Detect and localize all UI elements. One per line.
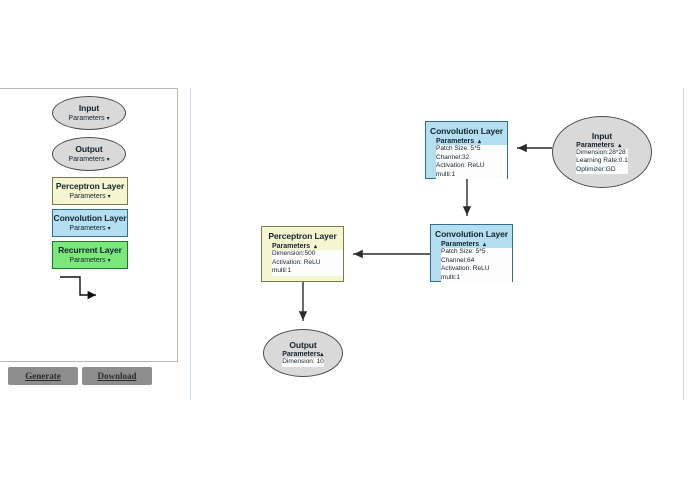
palette-item-title: Output [75,143,103,154]
chevron-down-icon: ▾ [106,115,110,122]
node-title: Convolution Layer [435,229,508,239]
palette-parameters-toggle[interactable]: Parameters ▾ [69,224,110,234]
node-title: Input [591,130,613,141]
parameter-list: Dimension:500 Activation: ReLU multi:1 [272,250,343,276]
node-parameters: Parameters ▴ Dimension:28*28 Learning Ra… [576,142,628,175]
node-convolution-layer-1[interactable]: Convolution Layer Parameters ▴ Patch Siz… [425,121,508,179]
palette-parameters-label: Parameters [69,256,106,264]
node-parameters: Parameters ▴ Patch Size: 5*5 Channel:64 … [431,240,512,284]
palette-item-convolution-layer[interactable]: Convolution Layer Parameters ▾ [52,209,128,237]
chevron-down-icon: ▾ [107,193,111,200]
parameters-label: Parameters [272,243,311,250]
palette-item-recurrent-layer[interactable]: Recurrent Layer Parameters ▾ [52,241,128,269]
parameter-row: Dimension:28*28 [576,148,628,158]
chevron-up-icon: ▴ [320,352,324,359]
node-perceptron-layer[interactable]: Perceptron Layer Parameters ▴ Dimension:… [261,226,344,282]
node-parameters: Parameters ▴ Patch Size: 5*5 Channel:32 … [426,137,507,181]
chevron-up-icon: ▴ [478,139,482,145]
parameter-row: Patch Size: 5*5 [436,145,507,154]
parameters-label: Parameters [441,241,480,248]
parameter-row: Optimizer:GD [576,165,628,175]
node-title: Convolution Layer [430,126,503,136]
palette-parameters-toggle[interactable]: Parameters ▾ [68,114,109,124]
parameters-label: Parameters [282,351,321,359]
chevron-up-icon: ▴ [314,244,318,250]
right-divider [683,88,684,400]
chevron-up-icon: ▴ [618,142,622,149]
parameter-row: multi:1 [272,267,343,276]
parameter-row: Channel:32 [436,153,507,162]
chevron-down-icon: ▾ [107,257,111,264]
left-divider [190,88,191,400]
parameter-row: Channel:64 [441,256,512,265]
parameter-row: Dimension: 10 [282,358,324,367]
chevron-up-icon: ▴ [483,242,487,248]
palette-parameters-toggle[interactable]: Parameters ▾ [69,256,110,266]
parameters-toggle[interactable]: Parameters ▴ [441,241,512,248]
parameter-list: Patch Size: 5*5 Channel:64 Activation: R… [441,248,512,282]
palette-item-title: Perceptron Layer [55,180,125,191]
chevron-down-icon: ▾ [107,225,111,232]
parameter-row: Learning Rate:0.1 [576,157,628,166]
node-title: Perceptron Layer [268,231,337,241]
palette-item-title: Input [78,102,100,113]
parameter-row: multi:1 [436,170,507,179]
parameter-row: Patch Size: 5*5 [441,248,512,257]
parameters-toggle[interactable]: Parameters ▴ [272,243,343,250]
palette-item-connector-arrow[interactable] [54,271,124,305]
palette-parameters-toggle[interactable]: Parameters ▾ [68,155,109,165]
parameters-toggle[interactable]: Parameters ▴ [436,138,507,145]
parameter-row: Activation: ReLU [436,162,507,171]
parameters-toggle[interactable]: Parameters ▴ [576,142,628,149]
node-output[interactable]: Output Parameters▴ Dimension: 10 [263,329,343,377]
parameter-list: Dimension:28*28 Learning Rate:0.1 Optimi… [576,148,628,175]
parameters-toggle[interactable]: Parameters▴ [282,351,324,358]
parameter-list: Dimension: 10 [282,358,324,367]
palette-parameters-label: Parameters [69,192,106,200]
network-canvas[interactable]: Convolution Layer Parameters ▴ Patch Siz… [191,88,683,400]
palette-parameters-label: Parameters [68,114,105,122]
generate-button[interactable]: Generate [8,367,78,385]
palette-item-input[interactable]: Input Parameters ▾ [52,96,126,130]
parameter-row: Activation: ReLU [441,265,512,274]
palette-parameters-label: Parameters [69,224,106,232]
parameter-row: Activation: ReLU [272,258,343,267]
node-parameters: Parameters ▴ Dimension:500 Activation: R… [262,242,343,278]
parameter-list: Patch Size: 5*5 Channel:32 Activation: R… [436,145,507,179]
layer-palette-panel: Input Parameters ▾ Output Parameters ▾ P… [0,88,178,362]
parameter-row: multi:1 [441,273,512,282]
chevron-down-icon: ▾ [106,156,110,163]
download-button[interactable]: Download [82,367,152,385]
palette-item-title: Recurrent Layer [58,244,122,255]
palette-item-title: Convolution Layer [53,212,127,223]
palette-item-perceptron-layer[interactable]: Perceptron Layer Parameters ▾ [52,177,128,205]
node-parameters: Parameters▴ Dimension: 10 [282,351,324,367]
parameters-label: Parameters [436,138,475,145]
node-title: Output [289,340,317,351]
palette-item-output[interactable]: Output Parameters ▾ [52,137,126,171]
palette-parameters-toggle[interactable]: Parameters ▾ [69,192,110,202]
palette-parameters-label: Parameters [68,155,105,163]
parameters-label: Parameters [576,141,615,149]
node-input[interactable]: Input Parameters ▴ Dimension:28*28 Learn… [552,116,652,188]
parameter-row: Dimension:500 [272,250,343,259]
node-convolution-layer-2[interactable]: Convolution Layer Parameters ▴ Patch Siz… [430,224,513,282]
